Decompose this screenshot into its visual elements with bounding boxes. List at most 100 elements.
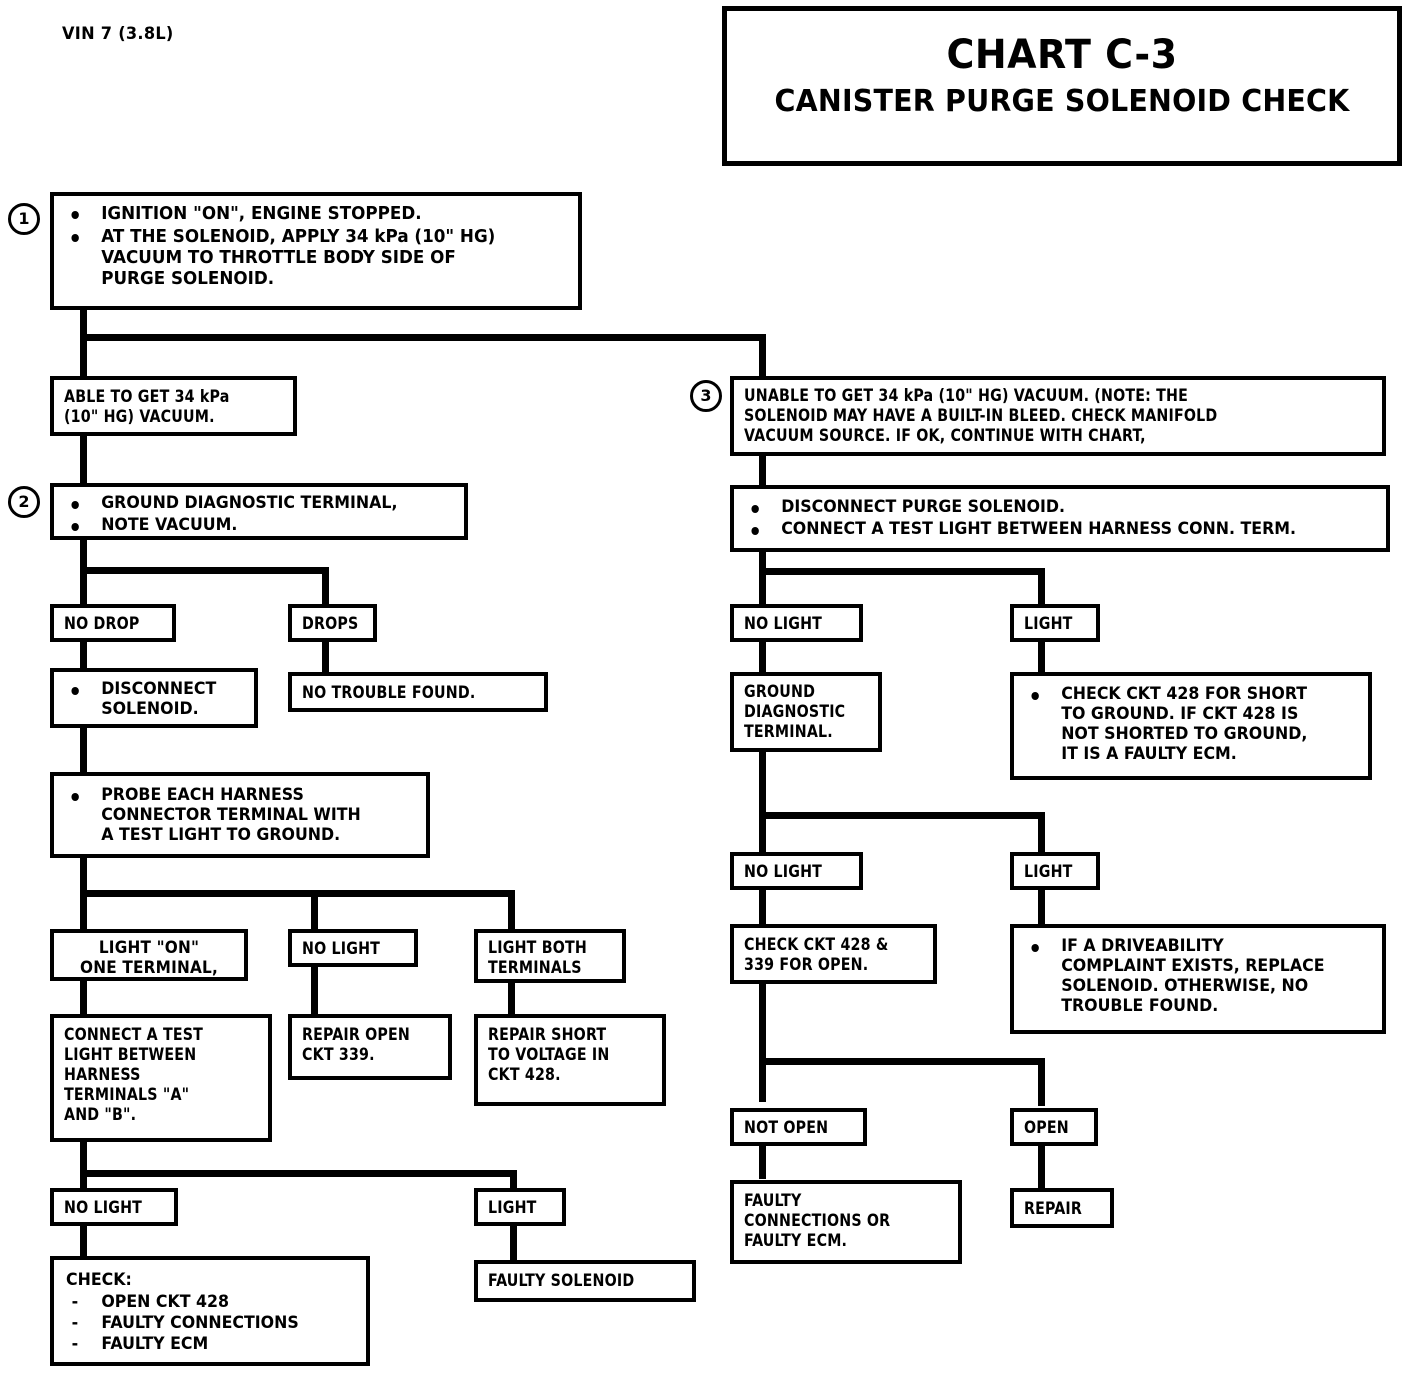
no-drop-text: NO DROP	[64, 614, 140, 634]
node-no-light-right-1: NO LIGHT	[730, 604, 863, 642]
node-unable-to-get-vacuum: UNABLE TO GET 34 kPa (10" HG) VACUUM. (N…	[730, 376, 1386, 456]
node-repair: REPAIR	[1010, 1188, 1114, 1228]
probe-harness-text: PROBE EACH HARNESS CONNECTOR TERMINAL WI…	[64, 785, 395, 846]
connector-step1-horizontal	[80, 334, 766, 341]
step-marker-2: 2	[8, 486, 40, 518]
not-open-text: NOT OPEN	[744, 1118, 829, 1138]
node-drops: DROPS	[288, 604, 377, 642]
no-light-right-2-text: NO LIGHT	[744, 862, 823, 882]
node-not-open: NOT OPEN	[730, 1108, 867, 1146]
step3-bullet-2: CONNECT A TEST LIGHT BETWEEN HARNESS CON…	[744, 519, 1335, 540]
check-428-339-open-text: CHECK CKT 428 & 339 FOR OPEN.	[744, 935, 889, 975]
node-check-list: CHECK: OPEN CKT 428 FAULTY CONNECTIONS F…	[50, 1256, 370, 1366]
step-marker-3: 3	[690, 380, 722, 412]
node-no-light-bottom-left: NO LIGHT	[50, 1188, 178, 1226]
faulty-connections-ecm-text: FAULTY CONNECTIONS OR FAULTY ECM.	[744, 1191, 891, 1251]
node-check-ckt-428-short: CHECK CKT 428 FOR SHORT TO GROUND. IF CK…	[1010, 672, 1372, 780]
connector-to-light-r1	[1038, 568, 1045, 612]
disconnect-solenoid-text: DISCONNECT SOLENOID.	[64, 679, 235, 720]
node-disconnect-solenoid: DISCONNECT SOLENOID.	[50, 668, 258, 728]
node-able-to-get-vacuum: ABLE TO GET 34 kPa (10" HG) VACUUM.	[50, 376, 297, 436]
node-driveability-complaint: IF A DRIVEABILITY COMPLAINT EXISTS, REPL…	[1010, 924, 1386, 1034]
connector-lighton-down	[80, 980, 87, 1014]
connector-step2-down	[80, 540, 87, 612]
node-repair-short-428: REPAIR SHORT TO VOLTAGE IN CKT 428.	[474, 1014, 666, 1106]
connector-connecttest-down	[80, 1142, 87, 1194]
connector-connecttest-horizontal	[80, 1170, 517, 1177]
light-right-1-text: LIGHT	[1024, 614, 1073, 634]
step1-bullet-1: IGNITION "ON", ENGINE STOPPED.	[64, 203, 536, 224]
connector-light-r2-down	[1038, 888, 1045, 924]
connector-to-open	[1038, 1058, 1045, 1106]
connector-to-nolight-mid	[311, 890, 318, 932]
connector-nolight-r1-down	[759, 640, 766, 674]
connector-nolightmid-down	[311, 962, 318, 1014]
step2-bullet-1: GROUND DIAGNOSTIC TERMINAL,	[64, 493, 430, 514]
unable-vacuum-text: UNABLE TO GET 34 kPa (10" HG) VACUUM. (N…	[744, 386, 1218, 446]
open-text: OPEN	[1024, 1118, 1069, 1138]
node-no-drop: NO DROP	[50, 604, 176, 642]
connector-check428-down	[759, 982, 766, 1102]
connector-drops-down	[322, 638, 329, 672]
node-light-on-one-terminal: LIGHT "ON" ONE TERMINAL,	[50, 929, 248, 981]
connector-light-r1-down	[1038, 640, 1045, 672]
node-no-light-middle: NO LIGHT	[288, 929, 418, 967]
connector-step3-down	[759, 455, 766, 485]
connector-nolight-to-check	[80, 1222, 87, 1256]
check-list-items: OPEN CKT 428 FAULTY CONNECTIONS FAULTY E…	[66, 1292, 360, 1354]
connector-able-to-step2	[80, 436, 87, 488]
check-list-header: CHECK:	[66, 1270, 132, 1290]
node-ground-diagnostic-terminal: GROUND DIAGNOSTIC TERMINAL.	[730, 672, 882, 752]
connector-open-to-repair	[1038, 1145, 1045, 1189]
light-on-one-terminal-text: LIGHT "ON" ONE TERMINAL,	[80, 938, 218, 978]
step1-bullet-2: AT THE SOLENOID, APPLY 34 kPa (10" HG) V…	[64, 226, 536, 289]
connector-check428-horizontal	[759, 1058, 1045, 1065]
light-bottom-left-text: LIGHT	[488, 1198, 537, 1218]
connector-nolight-r2-down	[759, 888, 766, 924]
no-light-middle-text: NO LIGHT	[302, 939, 381, 959]
connector-light-to-faulty	[510, 1222, 517, 1260]
chart-title-subtitle: CANISTER PURGE SOLENOID CHECK	[774, 84, 1350, 119]
connector-to-able	[80, 334, 87, 376]
node-light-right-2: LIGHT	[1010, 852, 1100, 890]
connector-disconnect-to-probe	[80, 728, 87, 772]
connector-to-lightboth	[508, 890, 515, 932]
connector-notopen-down	[759, 1145, 766, 1179]
connector-to-light-r2	[1038, 812, 1045, 858]
check-ckt-428-short-text: CHECK CKT 428 FOR SHORT TO GROUND. IF CK…	[1024, 684, 1338, 765]
light-both-terminals-text: LIGHT BOTH TERMINALS	[488, 938, 587, 978]
step2-bullet-2: NOTE VACUUM.	[64, 515, 430, 536]
node-light-bottom-left: LIGHT	[474, 1188, 566, 1226]
repair-short-428-text: REPAIR SHORT TO VOLTAGE IN CKT 428.	[488, 1025, 610, 1085]
node-light-right-1: LIGHT	[1010, 604, 1100, 642]
chart-title-main: CHART C-3	[946, 32, 1178, 78]
node-faulty-solenoid: FAULTY SOLENOID	[474, 1260, 696, 1302]
connector-to-step3	[759, 334, 766, 376]
connector-step1-down	[80, 305, 87, 341]
connector-grounddiag-horizontal	[759, 812, 1045, 819]
node-probe-harness: PROBE EACH HARNESS CONNECTOR TERMINAL WI…	[50, 772, 430, 858]
connector-grounddiag-down	[759, 752, 766, 858]
drops-text: DROPS	[302, 614, 359, 634]
node-repair-open-339: REPAIR OPEN CKT 339.	[288, 1014, 452, 1080]
light-right-2-text: LIGHT	[1024, 862, 1073, 882]
connect-test-light-text: CONNECT A TEST LIGHT BETWEEN HARNESS TER…	[64, 1025, 204, 1125]
faulty-solenoid-text: FAULTY SOLENOID	[488, 1271, 635, 1291]
ground-diagnostic-terminal-text: GROUND DIAGNOSTIC TERMINAL.	[744, 682, 846, 742]
check-item: FAULTY ECM	[66, 1334, 339, 1355]
step-marker-1: 1	[8, 203, 40, 235]
no-light-bottom-left-text: NO LIGHT	[64, 1198, 143, 1218]
node-connect-test-light: CONNECT A TEST LIGHT BETWEEN HARNESS TER…	[50, 1014, 272, 1142]
node-no-light-right-2: NO LIGHT	[730, 852, 863, 890]
vin-label: VIN 7 (3.8L)	[62, 24, 174, 44]
connector-lightboth-down	[508, 980, 515, 1014]
check-item: OPEN CKT 428	[66, 1292, 339, 1313]
connector-step3b-down	[759, 552, 766, 622]
node-open: OPEN	[1010, 1108, 1098, 1146]
chart-title-box: CHART C-3 CANISTER PURGE SOLENOID CHECK	[722, 6, 1402, 166]
node-step1-instructions: IGNITION "ON", ENGINE STOPPED. AT THE SO…	[50, 192, 582, 310]
repair-text: REPAIR	[1024, 1199, 1083, 1219]
connector-nodrop-down	[80, 638, 87, 672]
node-faulty-connections-ecm: FAULTY CONNECTIONS OR FAULTY ECM.	[730, 1180, 962, 1264]
